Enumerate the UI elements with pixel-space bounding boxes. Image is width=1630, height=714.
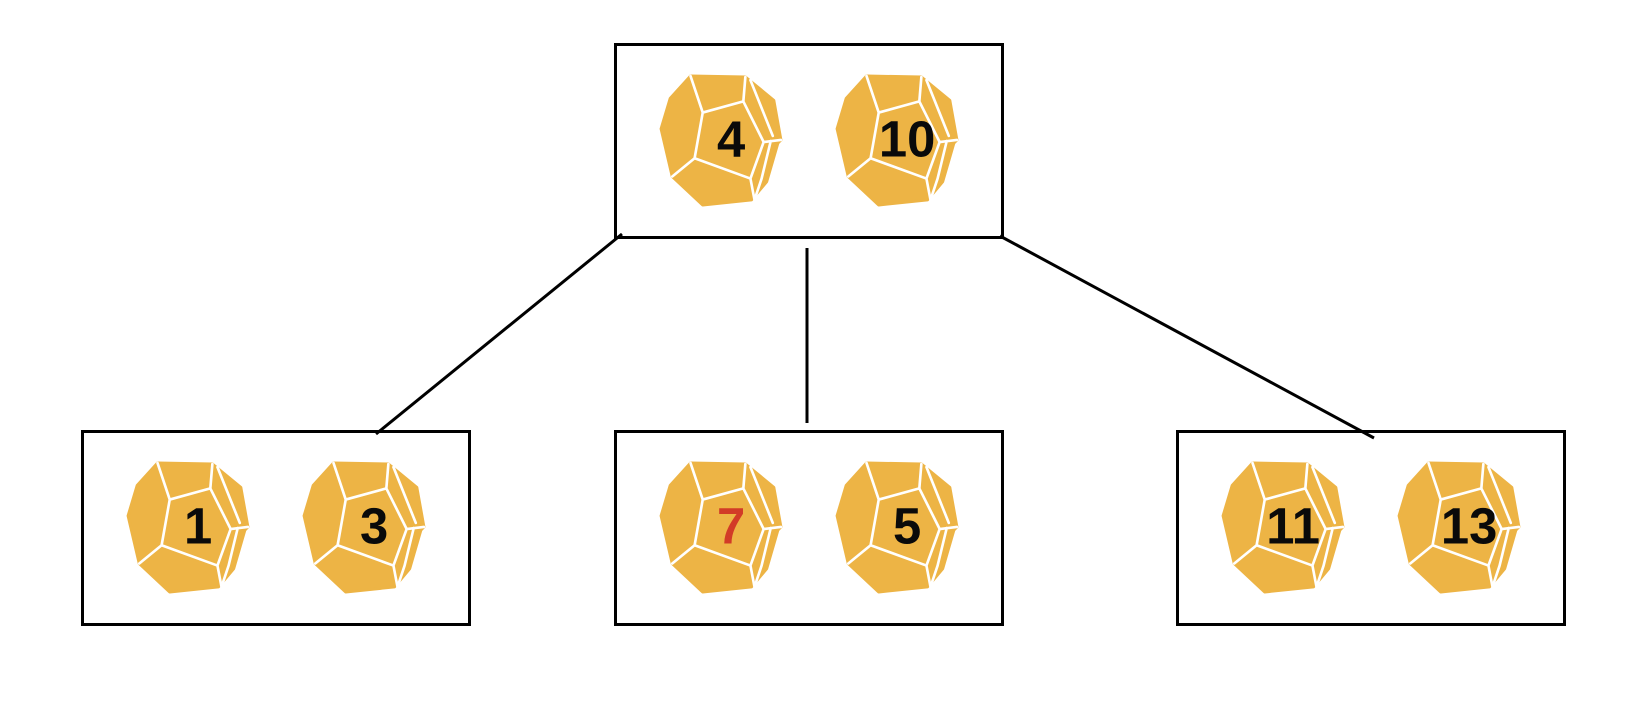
d12-die: 11 [1220, 461, 1346, 595]
die-value: 4 [717, 110, 745, 167]
d12-die: 4 [658, 74, 784, 208]
d12-die: 7 [658, 461, 784, 595]
tree-node-left-child: 1 3 [81, 430, 471, 626]
tree-node-right-child: 11 13 [1176, 430, 1566, 626]
die-value: 11 [1266, 497, 1320, 554]
d12-die: 1 [125, 461, 251, 595]
die-value: 10 [879, 110, 935, 167]
edge-root-to-left-child [375, 232, 623, 436]
die-value: 7 [717, 497, 745, 554]
die-value: 5 [893, 497, 921, 554]
tree-node-middle-child: 7 5 [614, 430, 1004, 626]
edge-root-to-right-child [999, 234, 1375, 440]
d12-die: 13 [1396, 461, 1522, 595]
die-value: 13 [1441, 497, 1497, 554]
die-value: 3 [360, 497, 388, 554]
d12-die: 3 [301, 461, 427, 595]
tree-node-root: 4 10 [614, 43, 1004, 239]
d12-die: 10 [834, 74, 960, 208]
die-value: 1 [184, 497, 212, 554]
d12-die: 5 [834, 461, 960, 595]
